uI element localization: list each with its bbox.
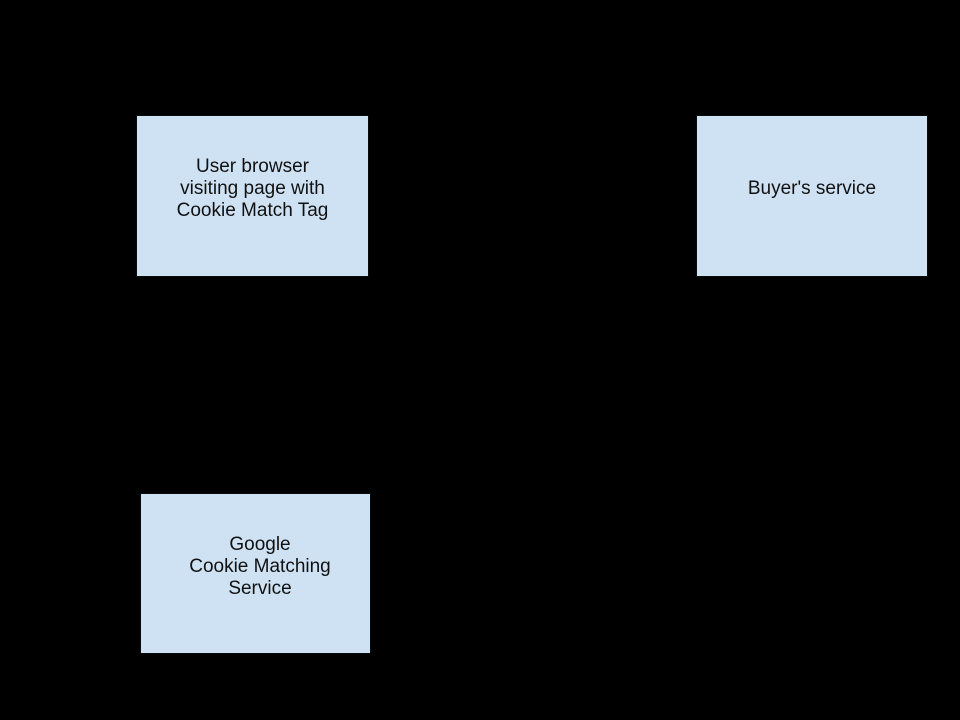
node-user-browser-label-line-1: User browser	[196, 156, 309, 177]
node-google-cookie-matching-label-line-2: Cookie Matching	[189, 555, 331, 577]
node-google-cookie-matching: Google Cookie Matching Service	[140, 493, 371, 654]
node-user-browser: User browser visiting page with Cookie M…	[136, 115, 369, 277]
node-buyers-service: Buyer's service	[696, 115, 928, 277]
node-user-browser-label-line-3: Cookie Match Tag	[176, 200, 329, 221]
node-google-cookie-matching-label-line-1: Google	[229, 533, 291, 555]
node-google-cookie-matching-label-line-3: Service	[228, 577, 292, 599]
node-buyers-service-label: Buyer's service	[747, 178, 877, 199]
node-user-browser-label-line-2: visiting page with	[180, 178, 325, 199]
